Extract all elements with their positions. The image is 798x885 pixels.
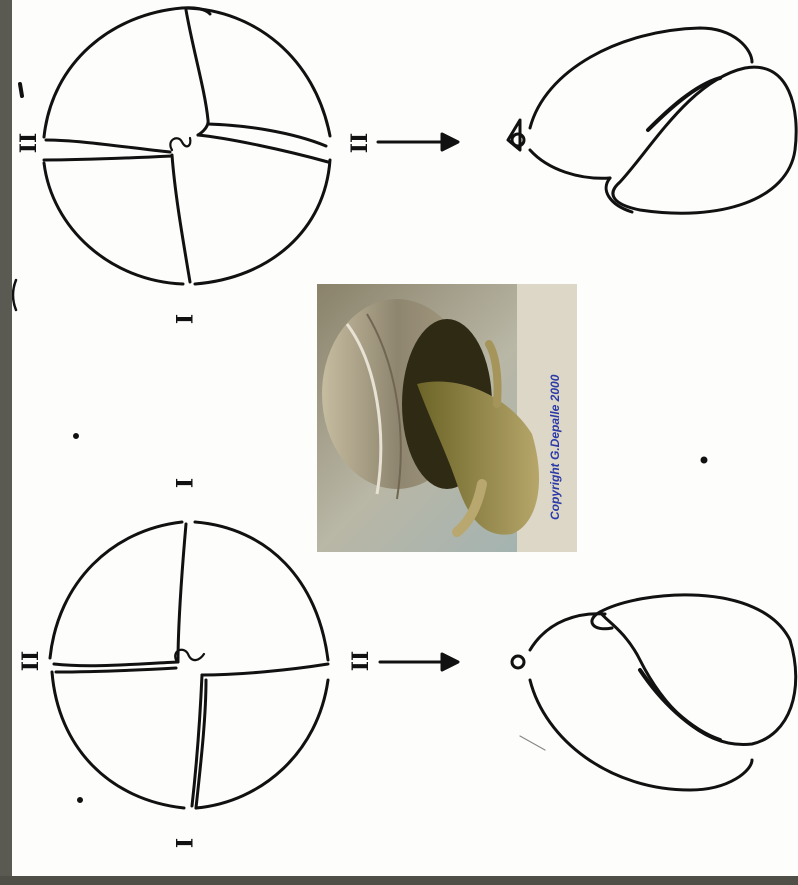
top-four-cell-embryo: [20, 8, 330, 284]
label-top-left-ii: II: [15, 133, 37, 154]
top-cell-lower-left-arc: [44, 163, 183, 284]
top-arrow: [378, 134, 458, 150]
bottom-border: [0, 876, 798, 885]
label-bottom-left-ii: II: [17, 651, 39, 672]
label-top-right-ii: II: [346, 133, 368, 154]
bottom-arrow: [380, 654, 458, 670]
photo-credit: Copyright G.Depalle 2000: [548, 252, 566, 520]
top-cell-upper-left: [44, 8, 210, 137]
figure-sheet: II II I I II II I: [12, 0, 798, 876]
label-bottom-top-i: I: [172, 478, 194, 488]
label-top-bottom-i: I: [172, 314, 194, 324]
label-bottom-right-ii: II: [347, 651, 369, 672]
top-shell: [508, 28, 796, 213]
bottom-shell: [512, 595, 796, 790]
snail-photo-illustration: [317, 284, 577, 552]
label-bottom-bottom-i: I: [172, 838, 194, 848]
bottom-four-cell-embryo: [50, 522, 328, 808]
snail-photo: [317, 284, 577, 552]
top-cell-lower-right-arc: [195, 160, 330, 284]
